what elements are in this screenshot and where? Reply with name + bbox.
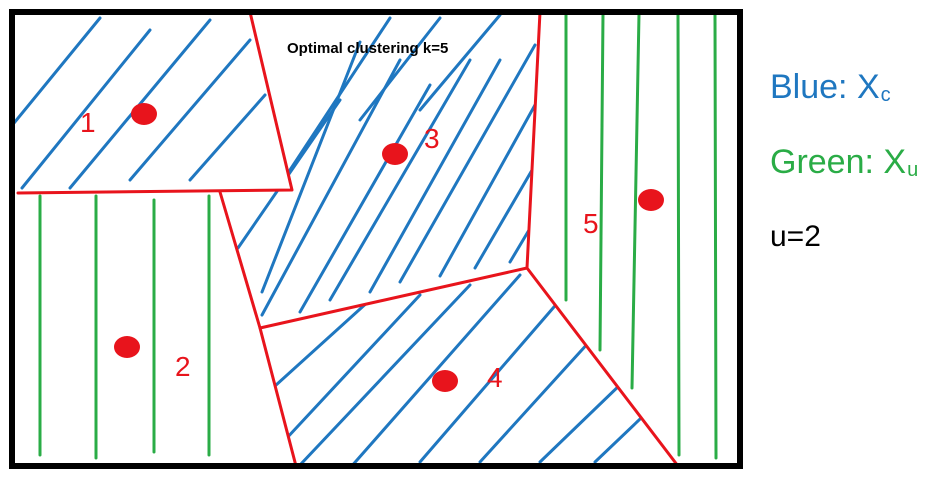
centroid-1 xyxy=(131,103,157,125)
centroid-4 xyxy=(432,370,458,392)
diagram-frame xyxy=(9,9,743,469)
legend-green: Green: Xu xyxy=(770,145,918,180)
diagram-title: Optimal clustering k=5 xyxy=(287,40,448,57)
hatch-region-2 xyxy=(38,194,211,460)
centroid-5 xyxy=(638,189,664,211)
centroid-2 xyxy=(114,336,140,358)
cluster-label-3: 3 xyxy=(424,123,440,154)
cluster-boundaries xyxy=(16,10,680,468)
centroid-3 xyxy=(382,143,408,165)
centroids xyxy=(114,103,664,392)
legend-blue-subscript: c xyxy=(880,84,891,106)
legend-blue: Blue: Xc xyxy=(770,70,891,105)
hatch-region-1 xyxy=(12,16,267,190)
cluster-label-2: 2 xyxy=(175,351,191,382)
hatch-region-5 xyxy=(564,12,718,460)
hatch-region-3 xyxy=(236,13,537,317)
cluster-label-5: 5 xyxy=(583,208,599,239)
cluster-label-1: 1 xyxy=(80,107,96,138)
legend-blue-text: Blue: X xyxy=(770,68,880,106)
legend-green-text: Green: X xyxy=(770,143,907,181)
cluster-label-4: 4 xyxy=(487,362,503,393)
legend-parameter: u=2 xyxy=(770,220,821,253)
legend-green-subscript: u xyxy=(907,159,919,181)
hatch-region-4 xyxy=(263,273,662,466)
